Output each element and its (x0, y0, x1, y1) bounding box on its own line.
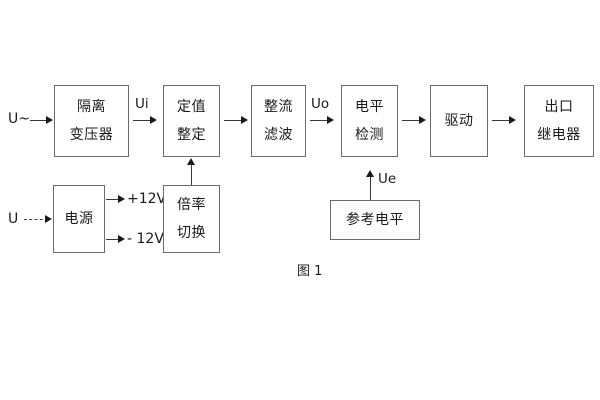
block-driver: 驱动 (430, 85, 488, 157)
block-ratio-switch-line1: 倍率 (177, 197, 206, 213)
uo-signal-label: Uo (311, 96, 330, 112)
ui-signal-label: Ui (135, 96, 149, 112)
driver-to-relay-line (492, 120, 514, 121)
driver-to-relay-arrowhead (509, 116, 516, 124)
ratioswitch-to-setpoint-line (191, 164, 192, 185)
ui-arrowhead (150, 116, 157, 124)
setpoint-to-rectify-arrowhead (241, 116, 248, 124)
block-rectify-filter-line1: 整流 (264, 99, 293, 115)
ui-line (133, 120, 155, 121)
block-power-supply-line1: 电源 (64, 211, 94, 227)
block-isolation-transformer: 隔离 变压器 (54, 85, 129, 157)
block-output-relay: 出口 继电器 (524, 85, 594, 157)
rail-positive-arrowhead (118, 195, 125, 203)
uo-arrowhead (327, 116, 334, 124)
block-ratio-switch-line2: 切换 (177, 225, 206, 241)
block-reference-level-line1: 参考电平 (346, 212, 404, 228)
block-rectify-filter-line2: 滤波 (264, 127, 293, 143)
figure-caption: 图 1 (297, 264, 323, 279)
block-ratio-switch: 倍率 切换 (163, 185, 220, 253)
ue-arrowhead (366, 170, 374, 177)
rail-negative-label: - 12V (127, 231, 164, 247)
ac-input-line (30, 120, 52, 121)
block-level-detect-line1: 电平 (355, 99, 384, 115)
rail-negative-line (106, 239, 122, 240)
ratioswitch-to-setpoint-arrowhead (187, 158, 195, 165)
block-setpoint: 定值 整定 (163, 85, 220, 157)
ue-signal-label: Ue (378, 171, 397, 187)
uo-line (310, 120, 332, 121)
ac-input-arrowhead (46, 116, 53, 124)
dc-input-arrowhead (45, 215, 52, 223)
ue-line (370, 176, 371, 200)
block-setpoint-line1: 定值 (177, 99, 206, 115)
block-power-supply: 电源 (53, 185, 105, 253)
block-rectify-filter: 整流 滤波 (251, 85, 306, 157)
dc-input-dashed-line (24, 219, 48, 220)
block-level-detect: 电平 检测 (341, 85, 398, 157)
block-isolation-transformer-line2: 变压器 (69, 127, 114, 143)
block-output-relay-line1: 出口 (544, 99, 574, 115)
leveldetect-to-driver-arrowhead (419, 116, 426, 124)
setpoint-to-rectify-line (224, 120, 246, 121)
block-isolation-transformer-line1: 隔离 (77, 99, 106, 115)
rail-negative-arrowhead (118, 235, 125, 243)
block-level-detect-line2: 检测 (355, 127, 384, 143)
block-setpoint-line2: 整定 (177, 127, 206, 143)
dc-input-label: U (8, 211, 19, 227)
rail-positive-label: +12V (127, 191, 167, 207)
rail-positive-line (106, 199, 122, 200)
block-output-relay-line2: 继电器 (537, 127, 581, 143)
leveldetect-to-driver-line (402, 120, 424, 121)
block-reference-level: 参考电平 (330, 200, 420, 240)
ac-input-label: U~ (8, 111, 30, 127)
block-driver-line1: 驱动 (444, 113, 474, 129)
